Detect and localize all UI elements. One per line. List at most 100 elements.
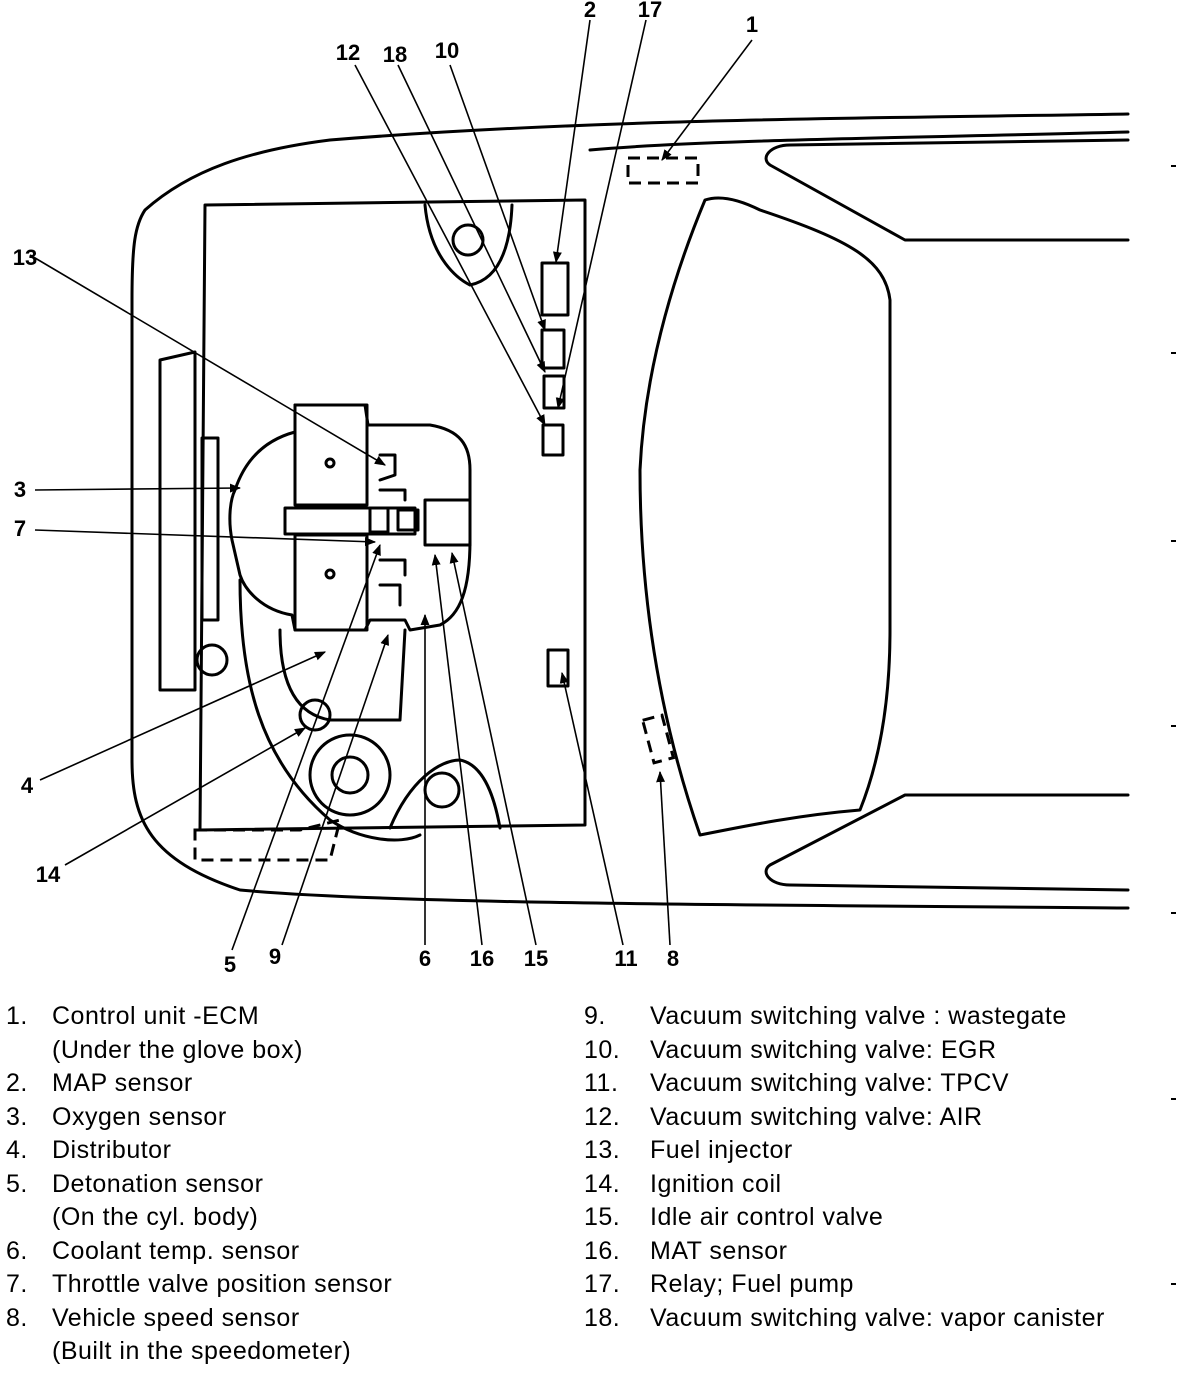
pulley (308, 733, 392, 817)
legend-item-number: 14. (584, 1169, 621, 1198)
callout-9: 9 (269, 944, 281, 969)
legend-item-note: (Built in the speedometer) (52, 1337, 352, 1365)
callout-1: 1 (746, 12, 758, 37)
legend-item-number: 4. (6, 1136, 28, 1164)
legend-item-number: 11. (584, 1069, 619, 1097)
legend-item-number: 1. (6, 1002, 28, 1030)
legend-item-label: Idle air control valve (650, 1203, 884, 1231)
vsv-egr-box (540, 328, 566, 370)
legend-item-number: 3. (6, 1102, 28, 1131)
legend-item: 6. Coolant temp. sensor (6, 1235, 566, 1269)
legend-item: 1. Control unit -ECM (6, 1000, 566, 1034)
engine-bay-outline (198, 198, 587, 832)
edge-tick (1171, 540, 1176, 542)
vsv-air-box (541, 423, 565, 457)
legend-item-number: 13. (584, 1136, 621, 1164)
legend-item: 16.MAT sensor (584, 1235, 1184, 1269)
legend-item: 10. Vacuum switching valve: EGR (584, 1034, 1184, 1068)
callout-5: 5 (224, 952, 236, 977)
legend-item-number: 12. (584, 1102, 621, 1131)
radiator-panel (158, 350, 197, 692)
legend-item-label: Ignition coil (650, 1169, 782, 1198)
legend-item-label: Fuel injector (650, 1136, 793, 1164)
legend-item-label: Coolant temp. sensor (52, 1236, 300, 1265)
vehicle-body-outline (130, 112, 1130, 910)
callout-4: 4 (21, 773, 34, 798)
legend-item: 5. Detonation sensor (6, 1168, 566, 1202)
legend-item: 9. Vacuum switching valve : wastegate (584, 1000, 1184, 1034)
callout-14: 14 (36, 862, 61, 887)
engine-block (228, 403, 472, 632)
door-line-lower (764, 793, 1130, 892)
door-line-upper (764, 138, 1130, 242)
battery-location-dashed (193, 817, 343, 862)
legend-item-number: 7. (6, 1270, 28, 1298)
legend-item-number: 10. (584, 1035, 621, 1064)
legend-item-number: 2. (6, 1069, 28, 1097)
callout-13: 13 (13, 245, 37, 270)
legend-item-label: Throttle valve position sensor (52, 1270, 393, 1298)
legend-item: 11. Vacuum switching valve: TPCV (584, 1067, 1184, 1101)
legend-item-label: Relay; Fuel pump (650, 1270, 854, 1298)
ignition-coil-outline (298, 698, 332, 732)
legend-item-number: 8. (6, 1303, 28, 1332)
legend-item: 13. Fuel injector (584, 1134, 1184, 1168)
callout-7: 7 (14, 516, 26, 541)
exhaust-pipe (238, 578, 422, 842)
legend-right-column: 9. Vacuum switching valve : wastegate 10. V… (584, 1000, 1184, 1335)
callout-3: 3 (14, 477, 26, 502)
legend-item: 12. Vacuum switching valve: AIR (584, 1101, 1184, 1135)
legend-item-label: Detonation sensor (52, 1169, 264, 1198)
callout-10: 10 (435, 38, 459, 63)
legend-item: 2. MAP sensor (6, 1067, 566, 1101)
strut-tower-lower (388, 758, 502, 830)
component-location-diagram: 1 2 17 12 18 10 13 3 7 4 14 5 9 6 16 15 … (13, 0, 1130, 977)
fender-line-top (588, 130, 1130, 152)
edge-tick (1171, 725, 1176, 727)
legend-item-label: Vacuum switching valve: EGR (650, 1035, 997, 1064)
legend-item-label: Vacuum switching valve: TPCV (650, 1069, 1010, 1097)
callout-11: 11 (614, 946, 637, 971)
legend-left-column: 1. Control unit -ECM (Under the glove box)… (6, 1000, 566, 1369)
radiator-core (200, 436, 220, 622)
legend-item-label: Vacuum switching valve : wastegate (650, 1002, 1067, 1030)
legend-item: 3.Oxygen sensor (6, 1101, 566, 1135)
edge-tick (1171, 912, 1176, 914)
windshield-outline (638, 196, 892, 837)
edge-tick (1171, 165, 1176, 167)
throttle-body (423, 498, 472, 547)
ecm-location-dashed (626, 156, 700, 185)
legend-item: 4. Distributor (6, 1134, 566, 1168)
callout-6: 6 (419, 946, 431, 971)
legend-item-label: MAT sensor (650, 1236, 788, 1265)
callout-8: 8 (667, 946, 679, 971)
legend-item: 17. Relay; Fuel pump (584, 1268, 1184, 1302)
callout-18: 18 (383, 42, 407, 67)
legend-item-note: (Under the glove box) (52, 1035, 303, 1064)
speed-sensor-location-dashed (640, 713, 676, 765)
strut-tower-upper (423, 203, 514, 287)
legend-item-number: 17. (584, 1270, 621, 1298)
legend-item-label: Distributor (52, 1136, 172, 1164)
legend-item-number: 18. (584, 1303, 621, 1332)
callout-16: 16 (470, 946, 494, 971)
callout-15: 15 (524, 946, 548, 971)
legend-item-label: Control unit -ECM (52, 1002, 260, 1030)
legend-item-label: Vacuum switching valve: AIR (650, 1102, 983, 1131)
legend-item: 7. Throttle valve position sensor (6, 1268, 566, 1302)
legend-item-label: Vehicle speed sensor (52, 1303, 300, 1332)
legend-item-label: MAP sensor (52, 1069, 193, 1097)
legend-item: 18. Vacuum switching valve: vapor caniste… (584, 1302, 1184, 1336)
legend-item-number: 6. (6, 1236, 28, 1265)
legend-item-label: Vacuum switching valve: vapor canister (650, 1303, 1105, 1332)
intake-tube (283, 506, 417, 536)
callout-2: 2 (584, 0, 596, 22)
callout-12: 12 (336, 40, 360, 65)
legend-item-number: 9. (584, 1002, 606, 1030)
legend-item-number: 5. (6, 1169, 28, 1198)
legend-item: 8. Vehicle speed sensor (6, 1302, 566, 1336)
edge-tick (1171, 352, 1176, 354)
legend-item-note: (On the cyl. body) (52, 1203, 259, 1231)
legend-item: 14. Ignition coil (584, 1168, 1184, 1202)
vsv-tpcv-box (546, 648, 570, 688)
